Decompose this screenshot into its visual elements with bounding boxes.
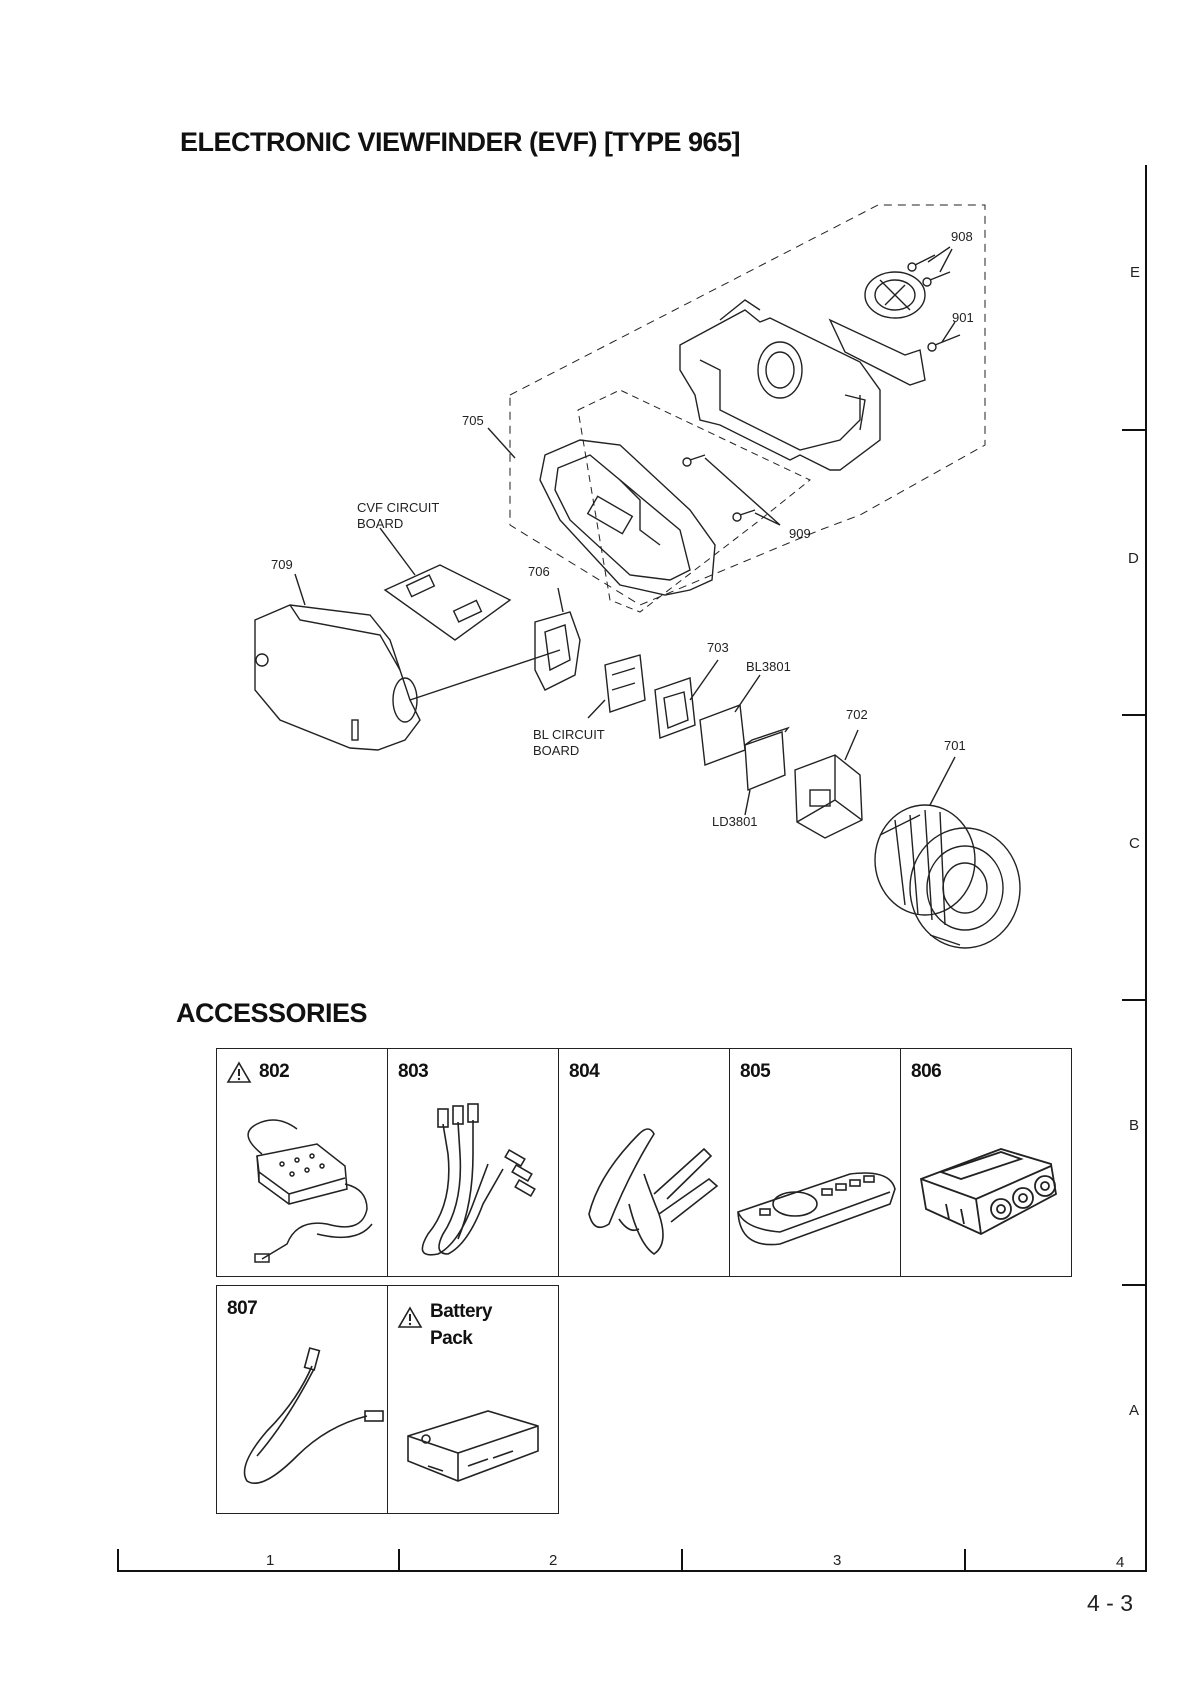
backlight-bl3801-part [700, 705, 745, 765]
callout-705: 705 [462, 413, 484, 428]
lens-holder-702-part [795, 755, 862, 838]
eyepiece-lens-701-part [875, 805, 1020, 948]
front-shell-part [255, 605, 420, 750]
callout-702: 702 [846, 707, 868, 722]
accessory-cell-battery-pack: Battery Pack [387, 1285, 559, 1514]
callout-703: 703 [707, 640, 729, 655]
accessory-label-807: 807 [227, 1298, 257, 1320]
accessory-label-802: 802 [259, 1061, 289, 1083]
accessory-cell-802: 802 [216, 1048, 388, 1277]
scart-adapter-icon [901, 1094, 1071, 1274]
grid-col-label-3: 3 [833, 1552, 841, 1569]
callout-ld3801: LD3801 [712, 814, 758, 829]
accessory-label-805: 805 [740, 1061, 770, 1083]
callout-cvf-line2: BOARD [357, 516, 403, 531]
grid-col-label-1: 1 [266, 1552, 274, 1569]
accessory-label-803: 803 [398, 1061, 428, 1083]
callout-bl-line2: BOARD [533, 743, 579, 758]
ac-adapter-icon [217, 1094, 387, 1274]
battery-pack-icon [388, 1331, 558, 1511]
callout-bl3801: BL3801 [746, 659, 791, 674]
accessory-label-battery-line1: Battery [430, 1298, 492, 1325]
callout-706: 706 [528, 564, 550, 579]
page-number: 4 - 3 [1087, 1590, 1133, 1617]
accessory-cell-807: 807 [216, 1285, 388, 1514]
accessory-label-804: 804 [569, 1061, 599, 1083]
grid-row-label-a: A [1129, 1402, 1139, 1419]
warning-icon [227, 1061, 251, 1083]
rear-cover-part [680, 300, 925, 470]
accessory-cell-806: 806 [900, 1048, 1072, 1277]
grid-row-label-b: B [1129, 1117, 1139, 1134]
grid-col-label-2: 2 [549, 1552, 557, 1569]
front-frame-part [540, 440, 715, 595]
callout-cvf-line1: CVF CIRCUIT [357, 500, 439, 515]
callout-901: 901 [952, 310, 974, 325]
holder-703-part [655, 678, 695, 738]
shoulder-strap-icon [559, 1094, 729, 1274]
accessory-cell-804: 804 [558, 1048, 730, 1277]
callout-909: 909 [789, 526, 811, 541]
accessory-cell-805: 805 [729, 1048, 901, 1277]
s-video-cable-icon [217, 1331, 387, 1511]
eyepiece-ring-part [865, 272, 925, 318]
warning-icon [398, 1306, 422, 1328]
accessory-label-806: 806 [911, 1061, 941, 1083]
remote-control-icon [730, 1094, 900, 1274]
evf-exploded-diagram [0, 0, 1190, 1000]
av-cable-icon [388, 1094, 558, 1274]
lcd-ld3801-part [745, 728, 788, 790]
grid-col-label-4: 4 [1116, 1554, 1124, 1571]
callout-701: 701 [944, 738, 966, 753]
cvf-circuit-board-part [385, 565, 510, 640]
accessory-cell-803: 803 [387, 1048, 559, 1277]
callout-bl-line1: BL CIRCUIT [533, 727, 605, 742]
callout-908: 908 [951, 229, 973, 244]
callout-709: 709 [271, 557, 293, 572]
bl-circuit-board-part [605, 655, 645, 712]
